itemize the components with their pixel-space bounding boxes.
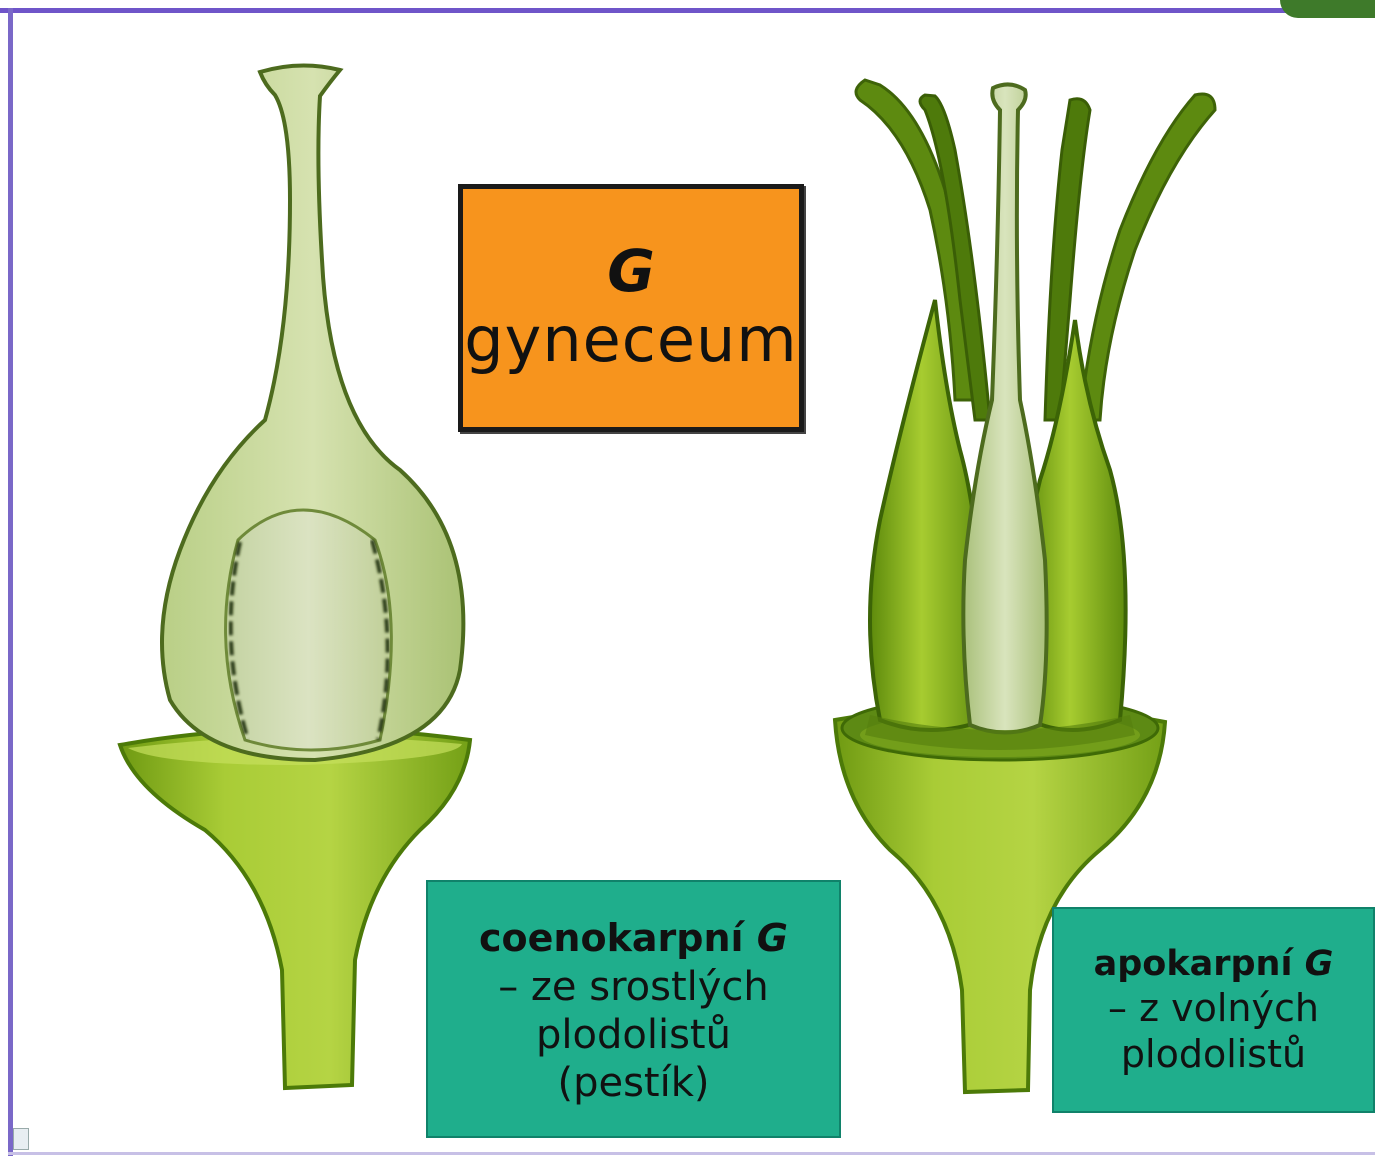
coenocarpous-line-3: (pestík) [557,1059,709,1107]
apocarpous-line-1: – z volných [1108,986,1319,1032]
coenocarpous-title: coenokarpní G [479,915,788,963]
apocarpous-label-box: apokarpní G – z volných plodolistů [1052,907,1375,1113]
coenocarpous-title-text: coenokarpní [479,916,744,960]
coenocarpous-pistil-drawing [120,65,470,1088]
apocarpous-title-text: apokarpní [1094,944,1293,984]
apocarpous-title-symbol: G [1305,944,1334,984]
gyneceum-label-box: G gyneceum [458,184,804,432]
gyneceum-name: gyneceum [464,304,797,375]
apocarpous-title: apokarpní G [1094,943,1334,987]
coenocarpous-line-2: plodolistů [536,1011,731,1059]
coenocarpous-line-1: – ze srostlých [498,963,769,1011]
coenocarpous-title-symbol: G [757,916,788,960]
apocarpous-line-2: plodolistů [1121,1032,1306,1078]
coenocarpous-label-box: coenokarpní G – ze srostlých plodolistů … [426,880,841,1138]
gyneceum-symbol: G [607,240,655,304]
